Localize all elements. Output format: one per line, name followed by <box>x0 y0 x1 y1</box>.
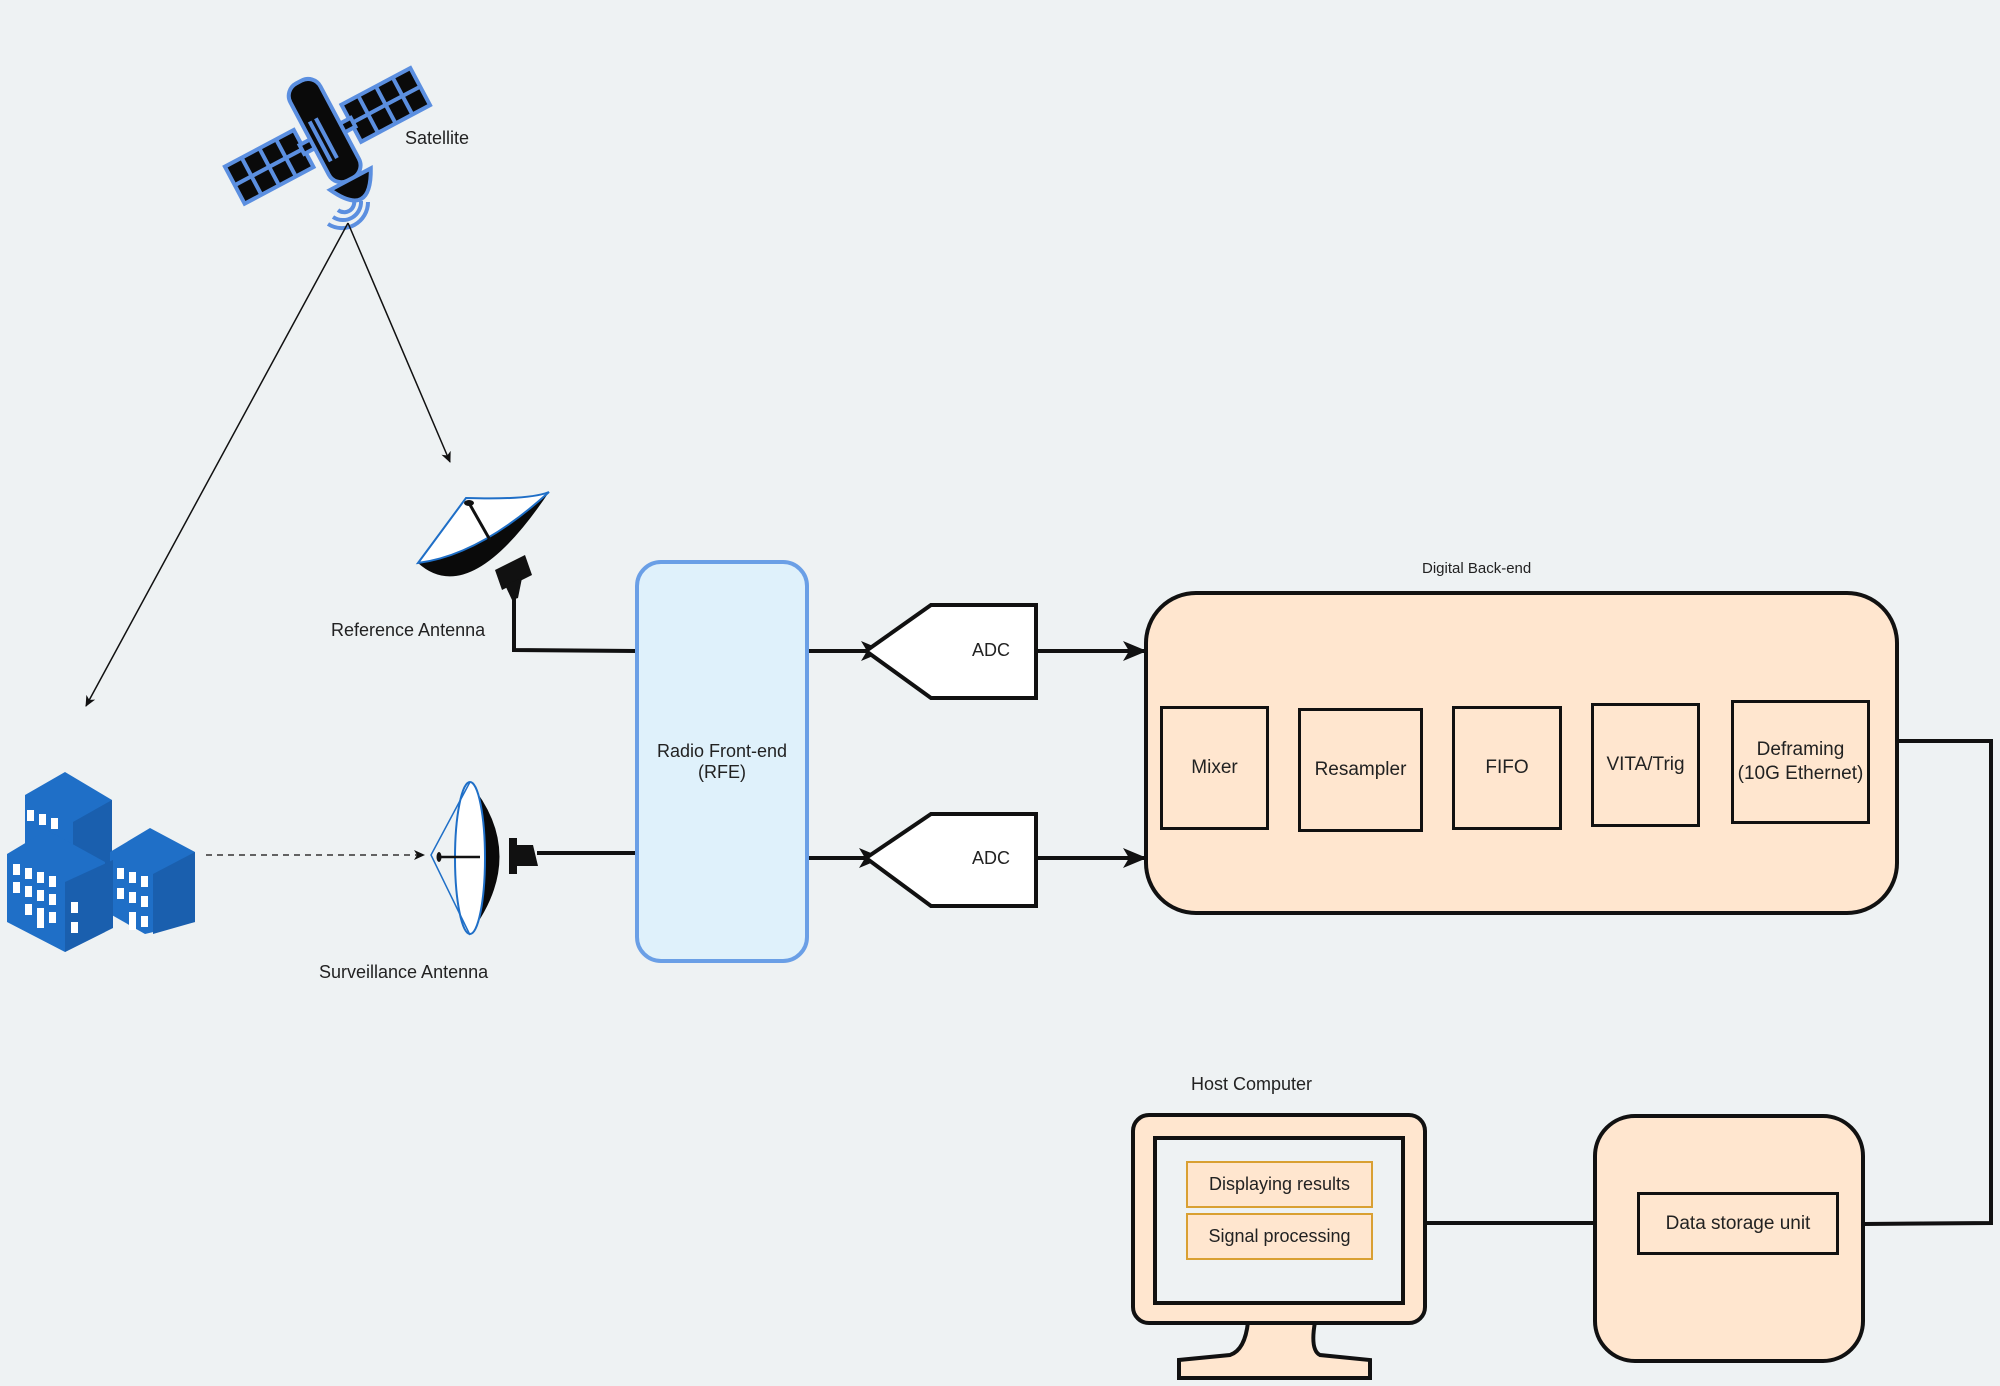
signal-processing-block: Signal processing <box>1186 1213 1373 1260</box>
reference-antenna-label: Reference Antenna <box>331 620 486 640</box>
host-computer-label: Host Computer <box>1191 1074 1313 1094</box>
satellite-label: Satellite <box>405 128 470 148</box>
satellite-icon <box>222 65 433 231</box>
adc-bottom-shape <box>862 812 1038 908</box>
resampler-block: Resampler <box>1298 708 1423 832</box>
fifo-block: FIFO <box>1452 706 1562 830</box>
data-storage-unit: Data storage unit <box>1637 1192 1839 1255</box>
displaying-results-block: Displaying results <box>1186 1161 1373 1208</box>
surveillance-antenna-icon <box>430 781 538 936</box>
adc-bottom-label: ADC <box>972 848 1011 868</box>
digital-backend-label: Digital Back-end <box>1422 560 1532 577</box>
mixer-block: Mixer <box>1160 706 1269 830</box>
buildings-icon <box>7 772 195 952</box>
signal-to-reference-arrow <box>347 222 451 463</box>
reference-antenna-icon <box>415 491 550 600</box>
adc-top-label: ADC <box>972 640 1011 660</box>
backend-to-storage-line <box>1863 739 1993 1226</box>
radio-front-end-block: Radio Front-end (RFE) <box>635 560 809 963</box>
vita-trig-block: VITA/Trig <box>1591 703 1700 827</box>
deframing-block: Deframing (10G Ethernet) <box>1731 700 1870 824</box>
reference-to-rfe-line <box>512 594 637 653</box>
signal-to-buildings-arrow <box>85 222 349 707</box>
adc-top-shape <box>862 603 1038 700</box>
surveillance-antenna-label: Surveillance Antenna <box>319 962 489 982</box>
